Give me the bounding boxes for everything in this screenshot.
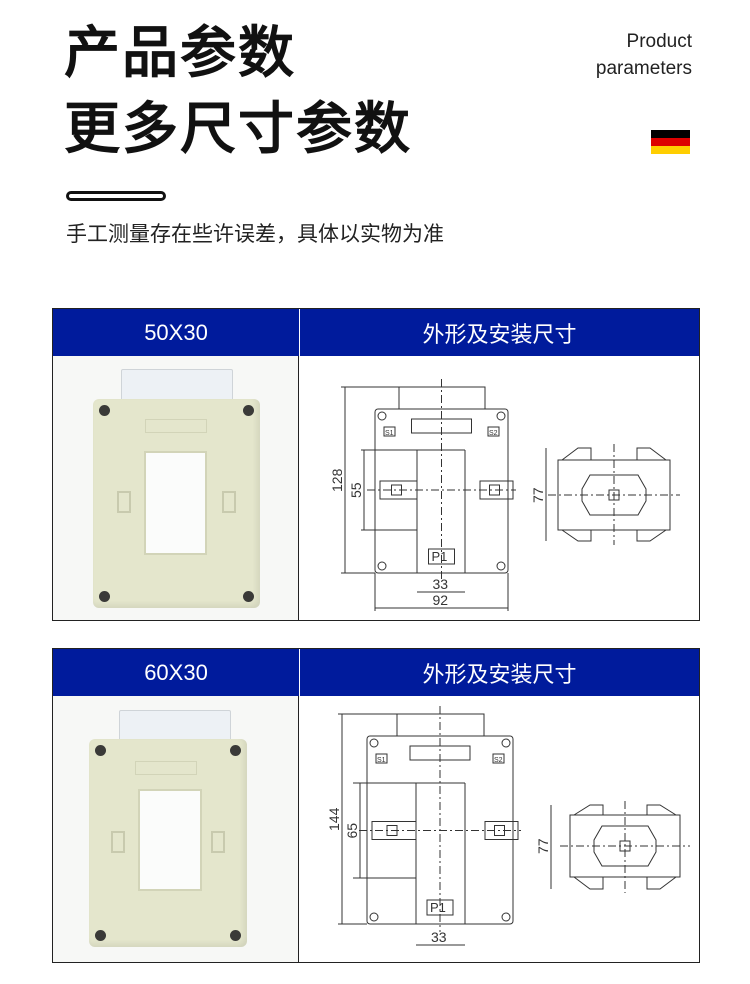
product-photo <box>53 356 299 620</box>
model-header: 50X30 <box>53 309 299 356</box>
s2-box <box>492 753 505 764</box>
window-height-label: 65 <box>344 823 360 839</box>
mount-hole-icon <box>496 411 506 421</box>
terminal-p1-label: P1 <box>430 900 446 915</box>
english-title-line2: parameters <box>595 58 692 79</box>
mount-hole-icon <box>501 738 511 748</box>
page-subtitle: 更多尺寸参数 <box>64 97 412 162</box>
p1-box <box>426 899 454 916</box>
depth-label: 77 <box>530 487 546 503</box>
terminal-s1-label: S1 <box>385 430 394 437</box>
terminal-p1-label: P1 <box>432 549 448 564</box>
window-width-label: 33 <box>431 929 447 945</box>
model-header: 60X30 <box>53 649 299 696</box>
p1-box <box>428 548 455 565</box>
english-title-line1: Product <box>626 31 692 52</box>
side-view-core <box>581 474 647 516</box>
side-view-tabs <box>573 804 677 890</box>
mount-hole-icon <box>377 561 387 571</box>
mount-hole-icon <box>496 561 506 571</box>
terminal-s2-label: S2 <box>489 430 498 437</box>
mount-hole-icon <box>501 912 511 922</box>
side-view-tabs <box>561 447 667 542</box>
mount-hole-icon <box>377 411 387 421</box>
page-title: 产品参数 <box>64 21 296 86</box>
terminal-screw-icon <box>489 484 500 496</box>
terminal-screw-icon <box>386 825 398 836</box>
height-label: 128 <box>329 468 345 492</box>
mount-hole-icon <box>369 738 379 748</box>
window-height-label: 55 <box>348 482 364 498</box>
depth-label: 77 <box>535 838 551 854</box>
terminal-bracket <box>379 480 418 500</box>
s1-box <box>383 426 396 437</box>
product-photo <box>53 696 299 962</box>
english-title: Product parameters <box>596 28 692 82</box>
terminal-bracket <box>479 480 514 500</box>
drawing-header: 外形及安装尺寸 <box>300 309 699 356</box>
side-view-core <box>593 825 657 867</box>
terminal-screw-icon <box>494 825 505 836</box>
mount-hole-icon <box>369 912 379 922</box>
measurement-note: 手工测量存在些许误差，具体以实物为准 <box>66 222 444 246</box>
decorative-bar <box>66 191 166 201</box>
germany-flag-icon <box>651 130 690 154</box>
terminal-s2-label: S2 <box>494 757 503 764</box>
terminal-s1-label: S1 <box>377 757 386 764</box>
drawing-header: 外形及安装尺寸 <box>300 649 699 696</box>
terminal-bracket <box>484 821 519 840</box>
terminal-bracket <box>371 821 417 840</box>
s1-box <box>375 753 388 764</box>
terminal-screw-icon <box>391 484 402 496</box>
s2-box <box>487 426 500 437</box>
window-width-label: 33 <box>433 576 449 592</box>
height-label: 144 <box>326 807 342 831</box>
width-label: 92 <box>433 592 449 608</box>
